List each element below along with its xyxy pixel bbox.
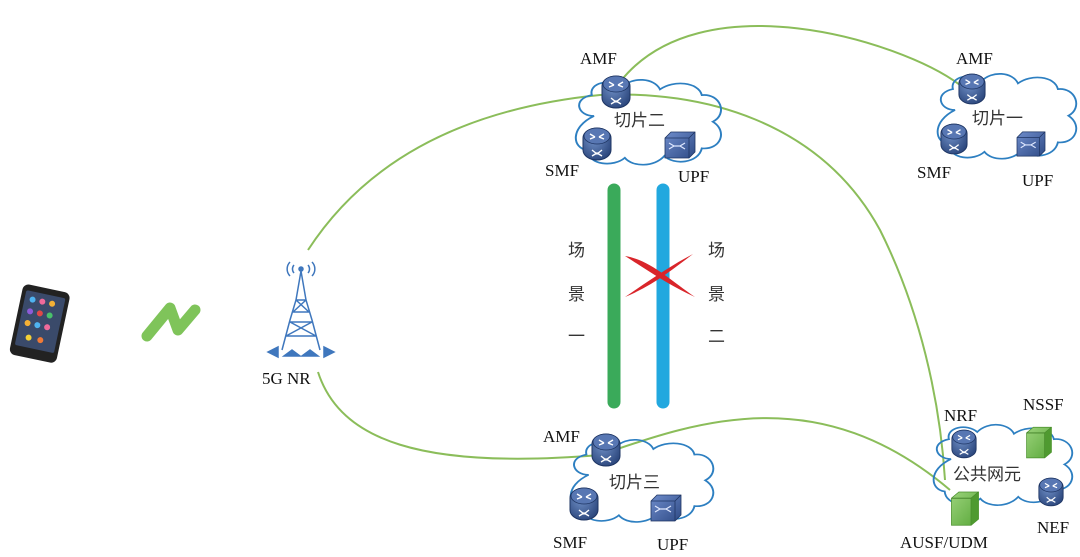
scene-2-char-3: 二 [708, 327, 725, 347]
slice-2-amf-router-icon [601, 75, 631, 109]
base-station-label: 5G NR [262, 369, 311, 388]
slice-2-amf-label: AMF [580, 49, 617, 68]
scene-2-label: 场 景 二 [708, 241, 725, 347]
slice-3-upf-label: UPF [657, 535, 688, 554]
slice-2-smf-label: SMF [545, 161, 579, 180]
slice-3-amf-router-icon [591, 433, 621, 467]
link-lines [307, 25, 961, 491]
nssf-label: NSSF [1023, 395, 1064, 414]
slice-1-amf-label: AMF [956, 49, 993, 68]
link-slice2-amf-to-slice1-amf [619, 25, 961, 86]
scene-1-label: 场 景 一 [568, 241, 585, 347]
slice-3-title: 切片三 [609, 473, 660, 493]
slice-1-smf-label: SMF [917, 163, 951, 182]
scene-1-char-1: 场 [568, 241, 585, 261]
slice-3-smf-router-icon [569, 487, 599, 521]
smartphone-icon [9, 284, 70, 363]
slice-2-group: AMF 切片二 SMF UPF [545, 49, 723, 186]
scene-1-char-2: 景 [568, 285, 585, 305]
ausf-udm-label: AUSF/UDM [900, 533, 988, 552]
link-nr-to-slice2 [307, 93, 946, 481]
blocked-cross-icon [625, 254, 695, 297]
slice-1-upf-label: UPF [1022, 171, 1053, 190]
scene-2-char-1: 场 [708, 241, 725, 261]
slice-2-upf-switch-icon [664, 131, 696, 159]
nrf-router-icon [951, 429, 977, 459]
slice-2-upf-label: UPF [678, 167, 709, 186]
scene-1-char-3: 一 [568, 327, 585, 347]
scene-2-char-2: 景 [708, 285, 725, 305]
slice-3-smf-label: SMF [553, 533, 587, 552]
slice-1-smf-router-icon [940, 123, 968, 155]
slice-3-group: AMF 切片三 SMF UPF [543, 427, 715, 554]
nrf-label: NRF [944, 406, 977, 425]
slice-1-upf-switch-icon [1016, 131, 1046, 157]
common-nf-group: NRF NSSF 公共网元 NEF AUSF/UDM [900, 395, 1074, 552]
slice-1-amf-router-icon [958, 73, 986, 105]
nssf-box-icon [1025, 426, 1053, 459]
slice-2-smf-router-icon [582, 127, 612, 161]
base-station-tower-icon [266, 261, 336, 359]
nef-router-icon [1038, 477, 1064, 507]
slice-2-title: 切片二 [614, 111, 665, 131]
slice-3-upf-switch-icon [650, 494, 682, 522]
wireless-link-icon [141, 302, 201, 342]
ausf-udm-box-icon [950, 491, 980, 526]
slice-3-amf-label: AMF [543, 427, 580, 446]
common-nf-title: 公共网元 [953, 465, 1021, 485]
slice-1-title: 切片一 [972, 109, 1023, 129]
nef-label: NEF [1037, 518, 1069, 537]
slice-1-group: AMF 切片一 SMF UPF [917, 49, 1078, 190]
